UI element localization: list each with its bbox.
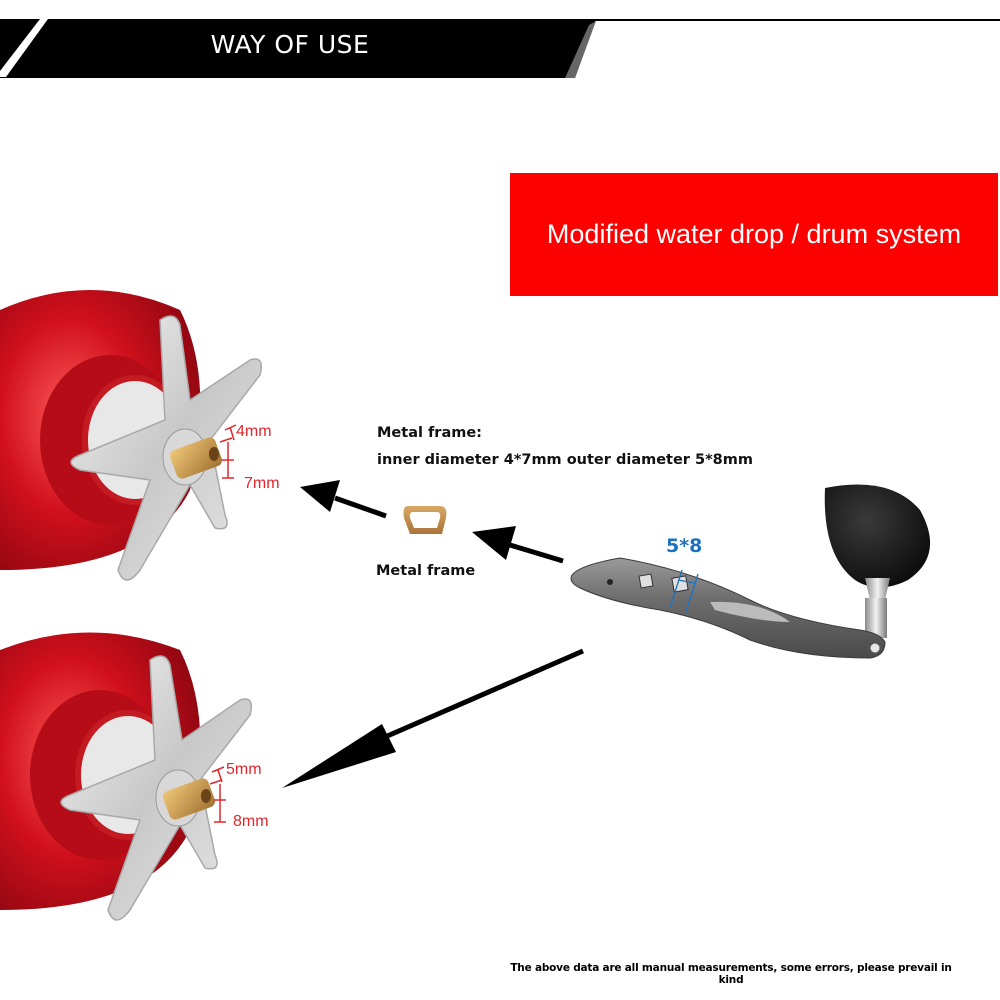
handle-knob	[824, 484, 931, 588]
brass-shaft-nut	[170, 437, 222, 479]
dimension-lines	[209, 766, 226, 823]
dimension-lines	[219, 424, 237, 479]
arrow-handle-to-frame	[472, 526, 564, 564]
arrow-frame-to-reel-top	[300, 480, 387, 519]
metal-frame-heading: Metal frame:	[377, 425, 482, 441]
disclaimer-footnote: The above data are all manual measuremen…	[510, 962, 952, 986]
brass-shaft-nut	[163, 778, 215, 820]
metal-frame-description: inner diameter 4*7mm outer diameter 5*8m…	[377, 452, 753, 468]
metal-frame-caption: Metal frame	[376, 563, 476, 579]
arm-square-hole-small	[638, 573, 654, 589]
slot-dimension-lines	[669, 569, 699, 613]
reel-bottom-dim-small: 5mm	[226, 761, 262, 778]
handle-slot-dimension: 5*8	[666, 535, 703, 557]
banner-slash-stripe	[0, 19, 48, 77]
star-drag-wheel	[60, 655, 252, 921]
shaft-hole	[201, 789, 211, 803]
system-callout: Modified water drop / drum system	[510, 173, 998, 296]
reel-bottom-dim-large: 8mm	[233, 813, 269, 830]
shaft-hole	[209, 447, 219, 461]
arm-slot	[710, 601, 790, 622]
banner-background	[0, 19, 596, 78]
knob-collar	[865, 578, 890, 600]
arm-screw-hole	[607, 579, 613, 585]
reel-top-image	[0, 290, 262, 581]
metal-frame-hole	[409, 512, 441, 528]
handle-image	[570, 484, 931, 659]
arm-pivot	[869, 642, 881, 654]
knob-shaft	[865, 598, 887, 638]
reel-top-dim-small: 4mm	[236, 423, 272, 440]
page-title: WAY OF USE	[210, 30, 370, 59]
reel-bottom-image	[0, 632, 252, 921]
reel-top-dim-large: 7mm	[244, 475, 280, 492]
system-callout-title: Modified water drop / drum system	[546, 219, 962, 249]
metal-frame-image	[403, 506, 447, 534]
arrow-handle-to-reel-bottom	[282, 648, 584, 788]
header-banner	[0, 19, 596, 78]
banner-fold-shadow	[565, 21, 596, 78]
